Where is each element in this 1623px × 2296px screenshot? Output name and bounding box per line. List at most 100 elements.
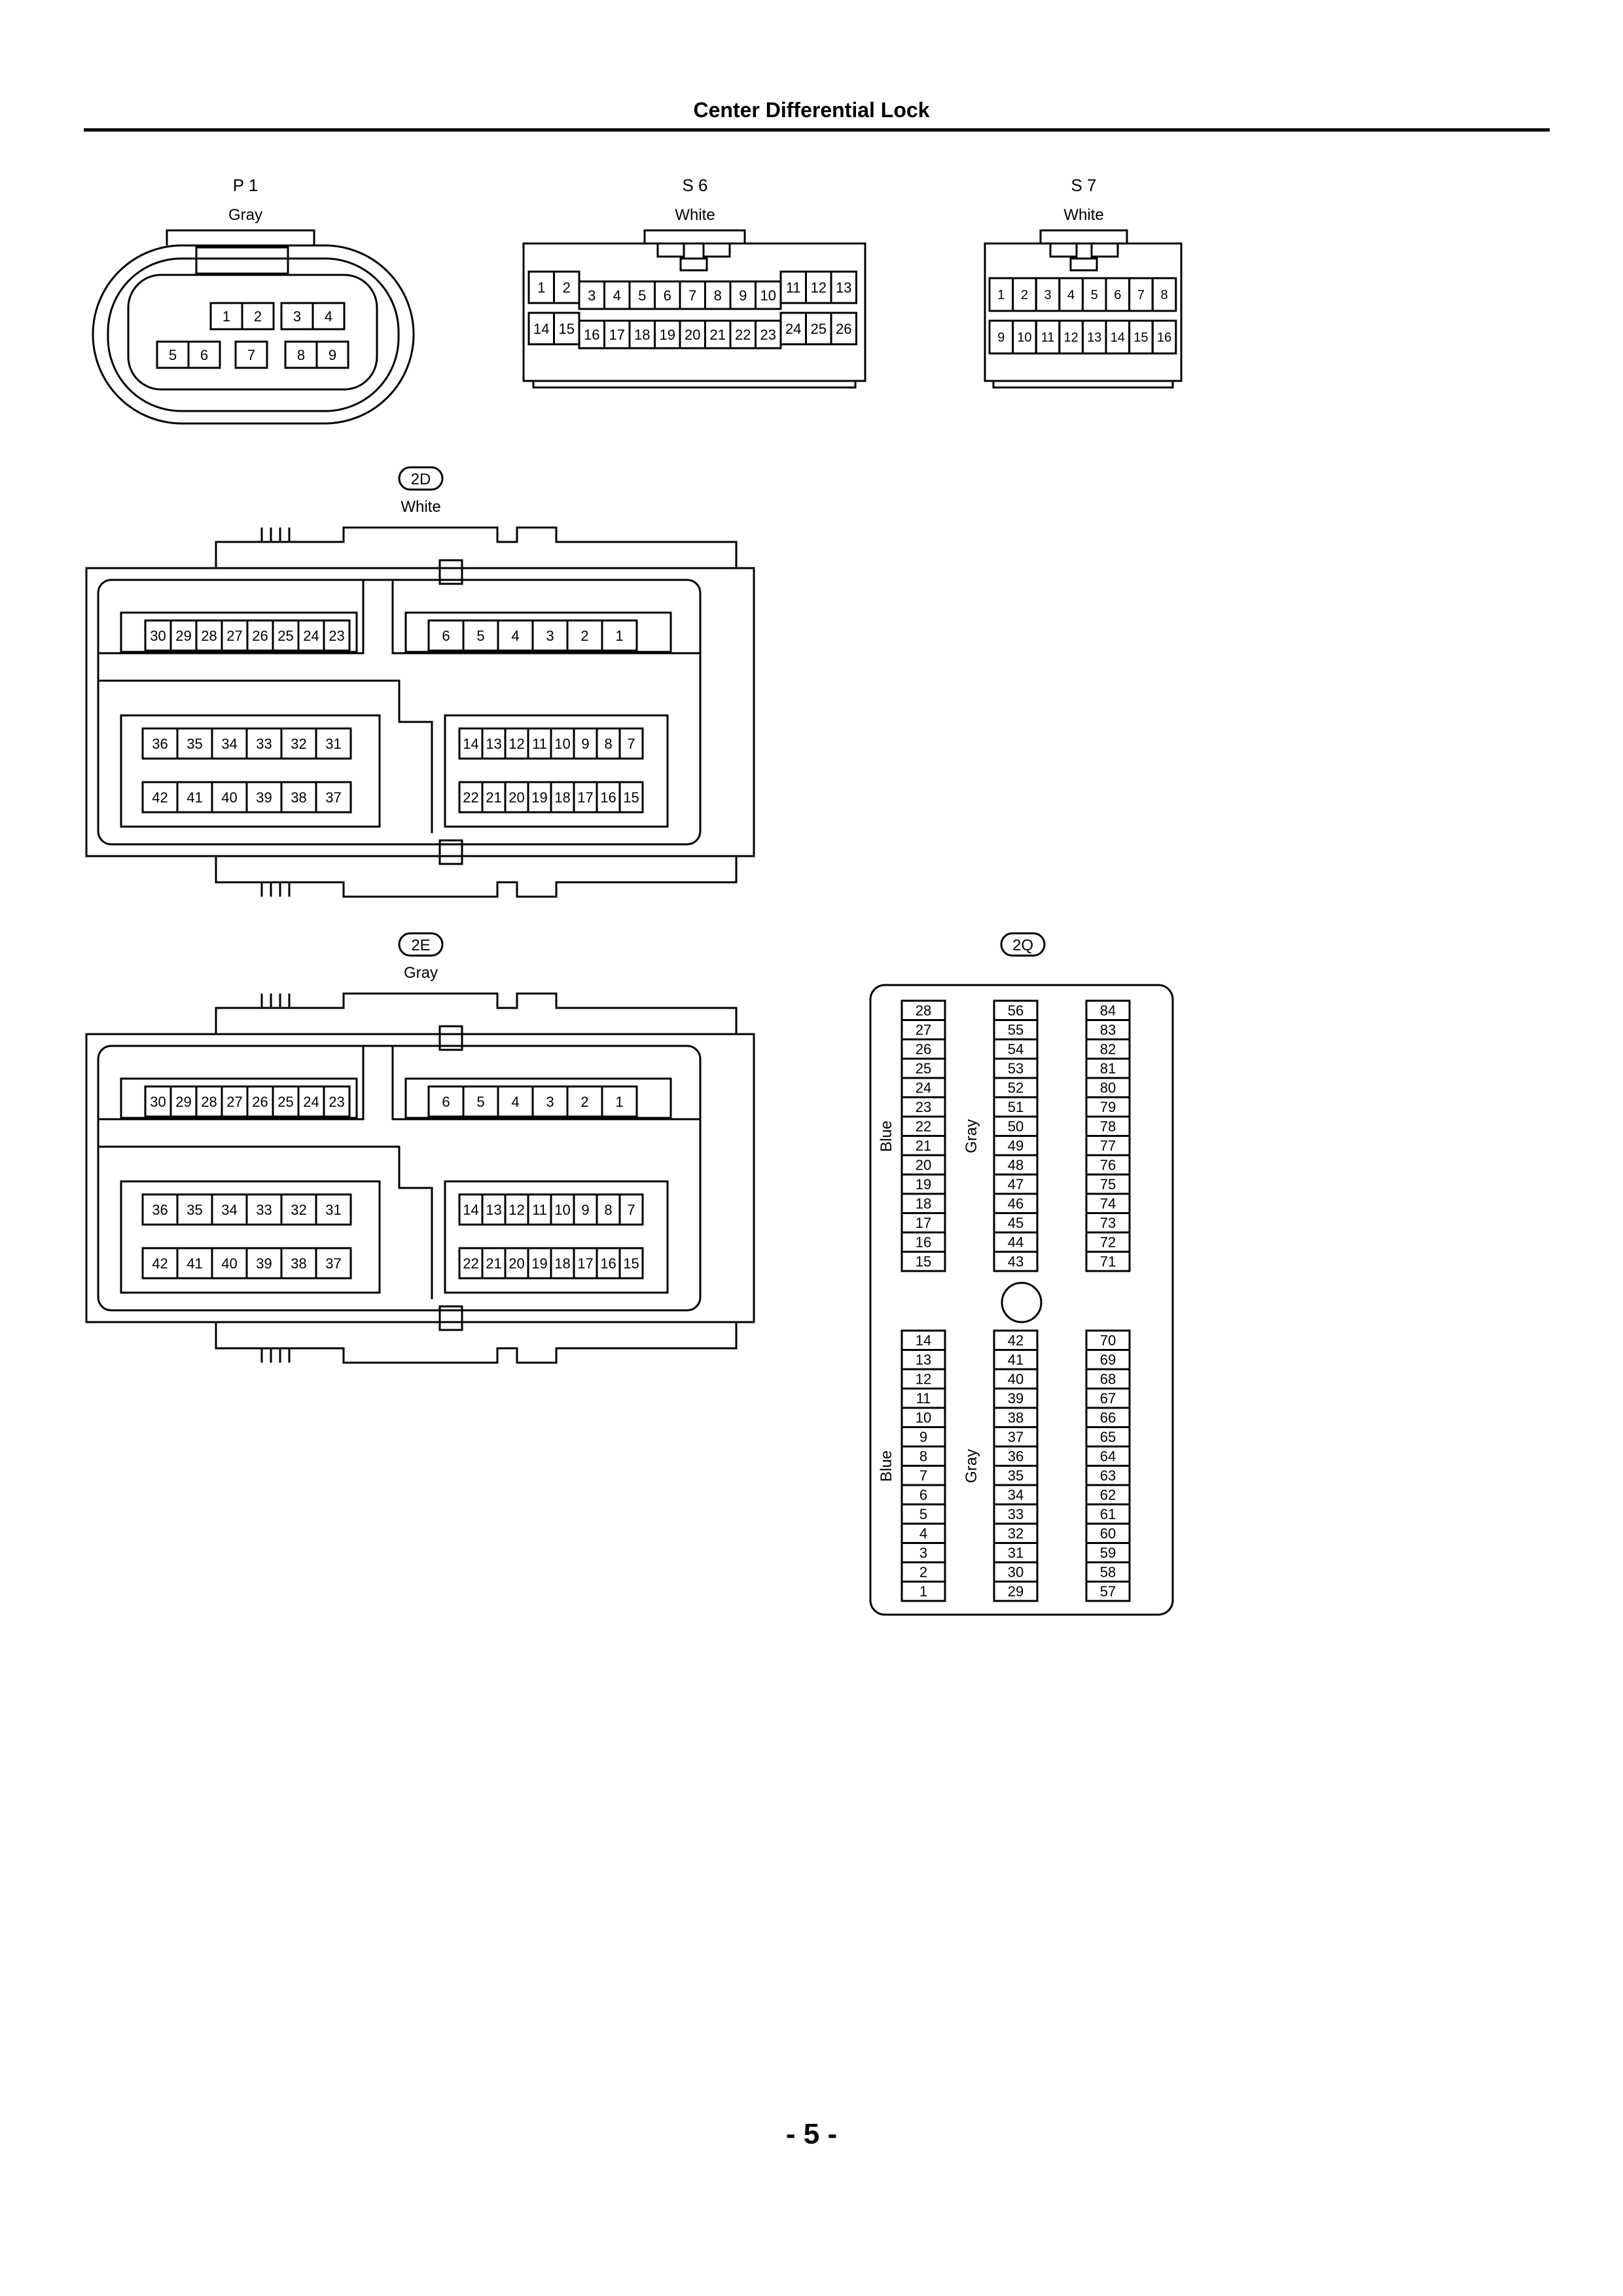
pin-cell: 10 <box>1012 319 1037 355</box>
pin-number: 64 <box>1100 1448 1116 1465</box>
pin-cell: 83 <box>1085 1019 1131 1041</box>
pin-cell: 10 <box>901 1407 946 1428</box>
pin-number: 31 <box>325 736 341 752</box>
pin-cell: 6 <box>427 1085 465 1118</box>
pin-number: 30 <box>150 628 166 644</box>
pin-number: 8 <box>919 1448 927 1465</box>
pin-cell: 22 <box>729 319 757 350</box>
pin-box <box>323 1085 351 1118</box>
housing-divider <box>98 679 433 833</box>
pin-number: 17 <box>577 789 593 806</box>
connector-latch <box>166 229 315 245</box>
pin-number: 32 <box>291 736 306 752</box>
pin-cell: 16 <box>596 1247 621 1280</box>
pin-cell: 23 <box>901 1096 946 1118</box>
pin-number: 63 <box>1100 1467 1116 1484</box>
pin-number: 10 <box>760 287 776 304</box>
pin-cell: 20 <box>901 1154 946 1175</box>
pin-box <box>323 619 351 652</box>
wire-color-label: Blue <box>878 1450 895 1482</box>
pin-number: 5 <box>638 287 646 304</box>
pin-number: 77 <box>1100 1138 1116 1154</box>
pin-number: 42 <box>152 1255 168 1272</box>
housing-outline <box>215 1322 738 1364</box>
pin-number: 55 <box>1008 1022 1024 1038</box>
pin-number: 21 <box>486 789 501 806</box>
pin-cell: 3 <box>531 619 569 652</box>
pin-cell: 1 <box>527 270 555 304</box>
pin-number: 16 <box>584 327 599 343</box>
pin-cell: 31 <box>993 1542 1039 1564</box>
pin-number: 8 <box>604 736 612 752</box>
pin-cell: 21 <box>704 319 732 350</box>
pin-box <box>315 340 349 369</box>
connector-id-badge <box>398 466 444 491</box>
pin-cell: 14 <box>901 1329 946 1351</box>
pin-cell: 3 <box>531 1085 569 1118</box>
pin-number: 12 <box>916 1371 931 1388</box>
pin-cell: 4 <box>497 619 534 652</box>
pin-cell: 13 <box>830 270 857 304</box>
connector-housing <box>85 992 755 1364</box>
pin-cell: 49 <box>993 1135 1039 1157</box>
pin-number: 9 <box>739 287 747 304</box>
pin-cell: 20 <box>679 319 706 350</box>
pin-cell: 12 <box>901 1368 946 1390</box>
connector-latch <box>1090 242 1119 258</box>
housing-outer <box>85 1033 755 1323</box>
pin-number: 12 <box>1063 331 1078 345</box>
connector-locating-hole <box>1001 1282 1043 1323</box>
pin-number: 4 <box>613 287 621 304</box>
pin-number: 37 <box>325 1255 341 1272</box>
pin-cell: 54 <box>993 1038 1039 1060</box>
pin-cell: 11 <box>527 1193 552 1226</box>
pin-number: 34 <box>221 736 237 752</box>
pin-cell: 40 <box>211 781 248 814</box>
pin-number: 25 <box>916 1060 931 1077</box>
pin-cell: 3 <box>1035 277 1061 312</box>
pin-cell: 3 <box>578 280 605 310</box>
pin-cell: 9 <box>573 727 598 760</box>
pin-cell: 16 <box>578 319 605 350</box>
pin-number: 28 <box>916 1003 931 1019</box>
pin-cell: 28 <box>901 999 946 1021</box>
pin-number: 69 <box>1100 1352 1116 1368</box>
pin-number: 3 <box>546 1094 554 1110</box>
pin-number: 10 <box>554 736 570 752</box>
pin-cell: 6 <box>654 280 681 310</box>
pin-number: 72 <box>1100 1234 1116 1251</box>
pin-number: 80 <box>1100 1080 1116 1096</box>
pin-cell: 15 <box>618 781 644 814</box>
pin-number: 24 <box>303 1094 319 1110</box>
pin-number: 19 <box>916 1176 931 1193</box>
pin-cell: 38 <box>993 1407 1039 1428</box>
pin-cell: 4 <box>603 280 631 310</box>
pin-number: 56 <box>1008 1003 1024 1019</box>
pin-number: 26 <box>252 1094 268 1110</box>
pin-number: 35 <box>187 1202 202 1218</box>
pin-number: 13 <box>916 1352 931 1368</box>
connector-latch <box>1039 229 1128 243</box>
pin-number: 78 <box>1100 1119 1116 1135</box>
pin-box <box>1085 1581 1131 1602</box>
pin-cell: 5 <box>462 1085 499 1118</box>
pin-number: 19 <box>660 327 675 343</box>
pin-number: 26 <box>836 321 851 337</box>
pin-number: 1 <box>537 279 545 296</box>
pin-number: 11 <box>916 1390 931 1407</box>
pin-number: 9 <box>581 1202 589 1218</box>
key-slot <box>438 839 463 865</box>
pin-cell: 37 <box>315 781 352 814</box>
pin-number: 9 <box>997 331 1005 345</box>
connector-color-label: White <box>401 498 440 516</box>
pin-cell: 81 <box>1085 1058 1131 1079</box>
pin-number: 27 <box>916 1022 931 1038</box>
pin-number: 38 <box>291 789 306 806</box>
pin-box <box>315 1193 352 1226</box>
housing-inner <box>97 579 702 846</box>
pin-number: 22 <box>916 1119 931 1135</box>
pin-number: 41 <box>187 1255 202 1272</box>
pin-cell: 34 <box>211 727 248 760</box>
pin-number: 39 <box>1008 1390 1024 1407</box>
pin-number: 3 <box>546 628 554 644</box>
